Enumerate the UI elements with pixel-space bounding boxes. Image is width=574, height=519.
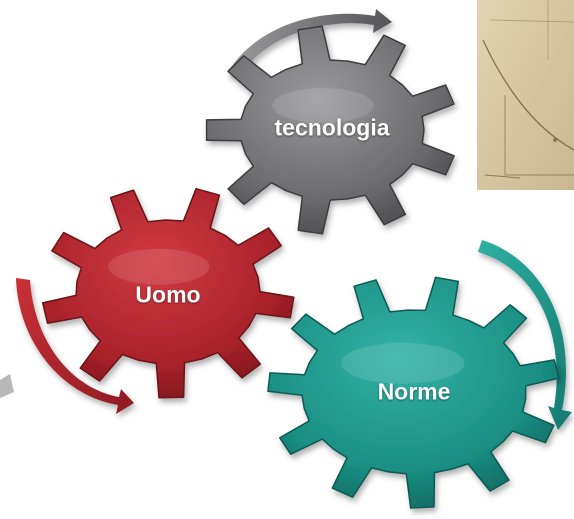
uomo-gear — [41, 187, 295, 399]
gray-partial-arrow — [0, 374, 14, 398]
gear-body — [205, 25, 455, 235]
gear-body — [41, 187, 295, 399]
gear-highlight — [341, 342, 465, 384]
tecnologia-gear — [205, 25, 455, 235]
gear-highlight — [108, 248, 210, 285]
gear-body — [267, 276, 560, 509]
norme-gear — [267, 276, 560, 509]
gear-highlight — [272, 88, 374, 123]
red-rotation-arrow — [16, 278, 134, 414]
sketch-photo — [477, 0, 574, 190]
teal-rotation-arrow — [478, 240, 572, 430]
